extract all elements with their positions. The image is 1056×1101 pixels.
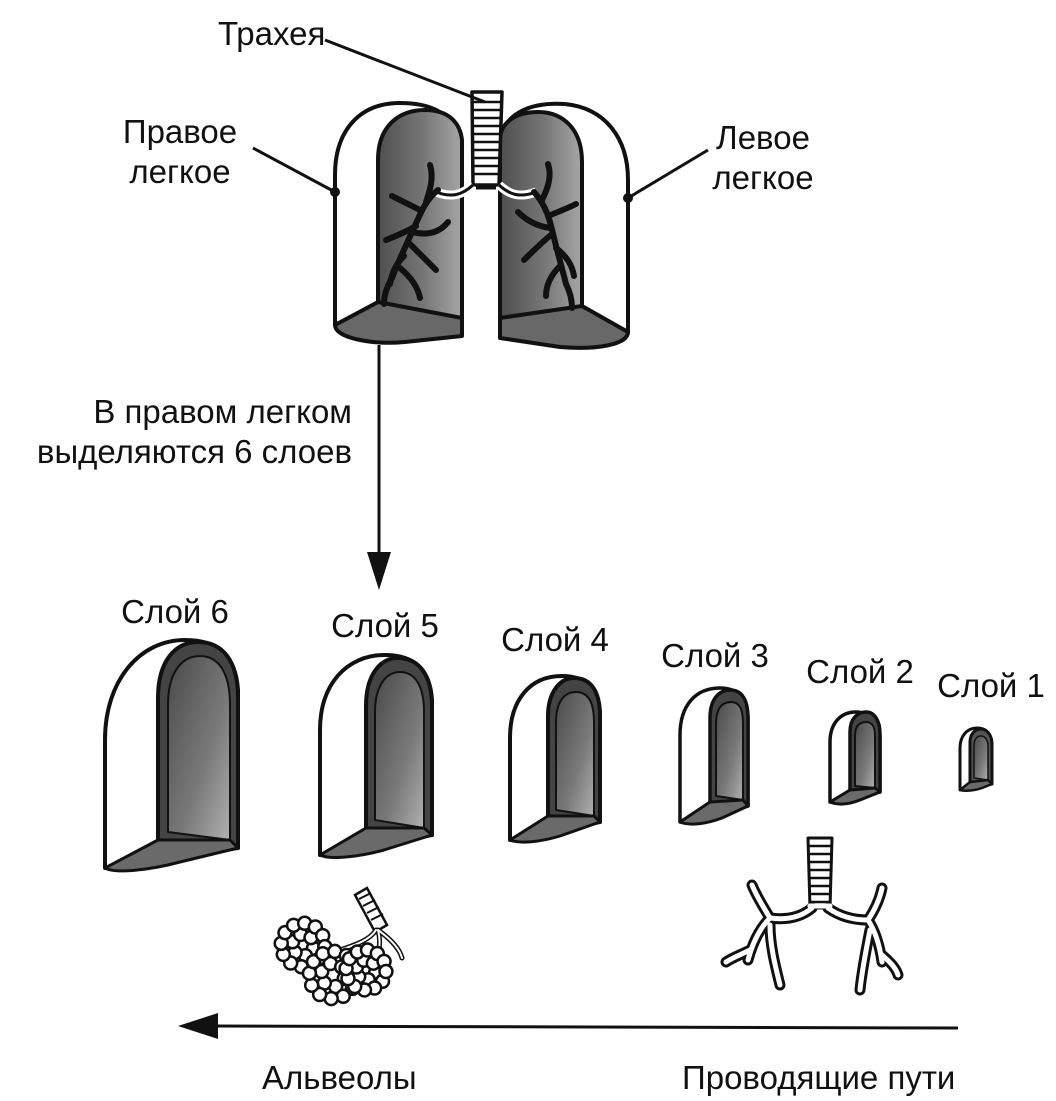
airways-illustration — [726, 838, 898, 990]
alveolus-sac — [316, 947, 329, 960]
layers-note-line1: В правом легком — [0, 392, 352, 432]
layer-3-slice — [680, 688, 748, 824]
lungs-illustration — [335, 92, 628, 348]
trachea-label: Трахея — [218, 14, 325, 54]
left-lung-label-line1: Левое — [703, 118, 823, 158]
layer-5-label: Слой 5 — [310, 606, 460, 646]
alveolus-sac — [305, 979, 318, 992]
layers-note: В правом легком выделяются 6 слоев — [0, 392, 352, 472]
layer-4-label: Слой 4 — [480, 620, 630, 660]
layers-note-line2: выделяются 6 слоев — [0, 432, 352, 472]
trachea-leader — [325, 40, 485, 102]
alveolus-sac — [337, 990, 350, 1003]
left-lung-leader — [628, 150, 708, 198]
layer-5-slice — [320, 655, 432, 857]
right-lung-label: Правое легкое — [110, 112, 250, 192]
right-lung-leader — [253, 148, 335, 192]
alveoli-illustration — [275, 888, 402, 1005]
alveolus-sac — [379, 965, 392, 978]
layer-2-slice — [830, 712, 880, 804]
left-lung-label-line2: легкое — [703, 158, 823, 198]
layer-1-slice — [960, 728, 992, 791]
right-lung — [335, 103, 462, 343]
layer-6-slice — [105, 640, 238, 871]
left-lung — [500, 104, 628, 348]
right-lung-label-line1: Правое — [110, 112, 250, 152]
left-lung-label: Левое легкое — [703, 118, 823, 198]
alveoli-label: Альвеолы — [262, 1058, 417, 1098]
right-lung-label-line2: легкое — [110, 152, 250, 192]
layer-1-label: Слой 1 — [926, 666, 1056, 706]
airways-label: Проводящие пути — [682, 1058, 955, 1098]
alveoli-direction-arrow — [178, 1013, 958, 1039]
layer-3-label: Слой 3 — [640, 636, 790, 676]
down-arrow — [367, 345, 391, 590]
layer-2-label: Слой 2 — [785, 652, 935, 692]
layer-6-label: Слой 6 — [100, 592, 250, 632]
layer-4-slice — [510, 676, 600, 842]
